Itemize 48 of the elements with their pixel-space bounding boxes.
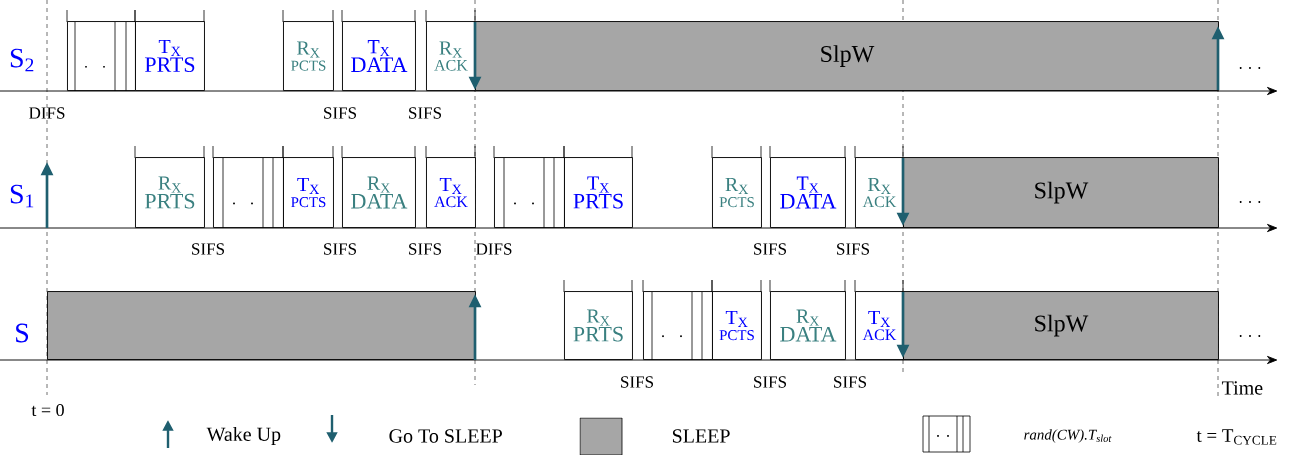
legend-text: Go To SLEEP <box>389 429 502 443</box>
frame-box: R$_{X}$ ACK <box>854 145 904 228</box>
frame-box: R$_{X}$ PCTS <box>711 145 762 228</box>
text-label: DIFS <box>29 107 65 119</box>
frame-box: T$_{X}$ ACK <box>425 145 476 228</box>
text-label: SIFS <box>324 243 356 255</box>
frame-box: R$_{X}$ PRTS <box>134 145 205 228</box>
text-label: S$_{1}$ <box>10 184 34 208</box>
frame-box: R$_{X}$ DATA <box>769 279 846 360</box>
backoff-box <box>212 145 284 229</box>
backoff-box <box>493 145 565 229</box>
text-label: . . . <box>1239 67 1261 69</box>
text-label: . . . <box>1239 201 1261 203</box>
backoff-box <box>66 9 136 92</box>
sleep-bar: SlpW <box>475 21 1219 91</box>
frame-box: T$_{X}$ DATA <box>769 145 846 228</box>
sleep-bar: SlpW <box>903 291 1219 360</box>
text-label: t = T$_{CYCLE}$ <box>1196 429 1277 445</box>
text-label: S$_{2}$ <box>10 48 34 72</box>
text-label: SIFS <box>324 107 356 119</box>
text-label: SIFS <box>621 376 653 388</box>
frame-box: R$_{X}$ DATA <box>341 145 416 228</box>
backoff-box <box>642 279 713 361</box>
sleep-bar: SlpW <box>903 157 1219 228</box>
text-label: SIFS <box>754 243 786 255</box>
text-label: SIFS <box>409 243 441 255</box>
text-label: SIFS <box>754 376 786 388</box>
legend-text: SLEEP <box>672 429 730 443</box>
text-label: DIFS <box>476 243 512 255</box>
text-label: SIFS <box>192 243 224 255</box>
text-label: Time <box>1221 381 1263 395</box>
frame-box: T$_{X}$ PRTS <box>563 145 633 228</box>
text-label: t = 0 <box>31 403 64 417</box>
frame-box: R$_{X}$ PRTS <box>563 279 633 360</box>
text-label: SIFS <box>837 243 869 255</box>
text-label: . . . <box>1239 335 1261 337</box>
frame-box: R$_{X}$ ACK <box>425 9 476 91</box>
frame-box: T$_{X}$ ACK <box>854 279 904 360</box>
legend-text: Wake Up <box>206 426 281 446</box>
text-label: SIFS <box>409 107 441 119</box>
frame-box: T$_{X}$ PCTS <box>711 279 762 360</box>
text-label: SIFS <box>834 376 866 388</box>
sleep-bar <box>47 291 476 360</box>
frame-box: T$_{X}$ PRTS <box>134 9 205 91</box>
frame-box: R$_{X}$ PCTS <box>282 9 334 91</box>
legend-text: rand(CW).T$_{slot}$ <box>1024 429 1112 443</box>
frame-box: T$_{X}$ DATA <box>341 9 416 91</box>
frame-box: T$_{X}$ PCTS <box>282 145 334 228</box>
